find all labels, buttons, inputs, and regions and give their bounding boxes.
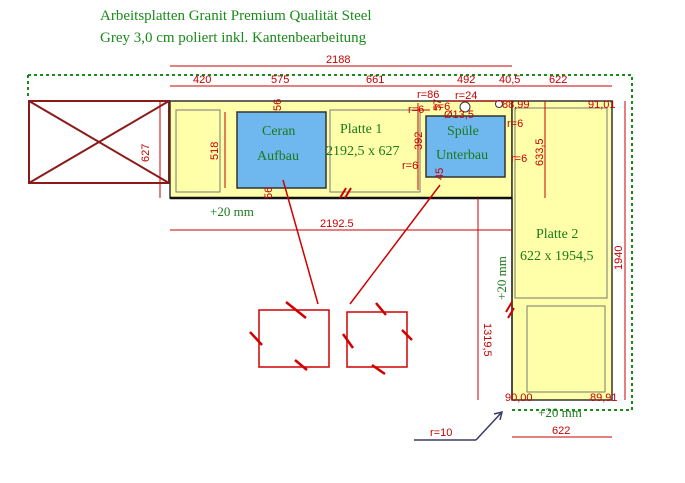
ceran-cutout [236, 111, 327, 189]
plate-1-size: 2192,5 x 627 [326, 144, 400, 159]
dim-bottom-622: 622 [552, 425, 570, 437]
dim-angle-br: 89,91 [590, 392, 618, 404]
dim-seg6: 622 [549, 74, 567, 86]
dim-total-top: 2188 [326, 54, 350, 66]
r10-leader [414, 410, 504, 441]
dim-sink-r6c: r=6 [511, 153, 527, 165]
left-empty-area [28, 100, 170, 184]
sketch-box-left [258, 309, 330, 368]
dim-sink-r6b: r=6 [507, 118, 523, 130]
dim-plus20-vert: +20 mm [494, 256, 509, 300]
dim-sink-6335: 633,5 [534, 138, 546, 166]
title-line-1: Arbeitsplatten Granit Premium Qualität S… [100, 8, 372, 24]
dim-seg4: 492 [457, 74, 475, 86]
sink-label-1: Spüle [447, 124, 479, 139]
dim-plus20-bottom: +20 mm [538, 405, 582, 420]
dim-sink-r86: r=86 [417, 89, 439, 101]
ceran-label-2: Aufbau [257, 149, 299, 164]
plate-2-size: 622 x 1954,5 [520, 249, 594, 264]
dim-sink-d: Ø13,5 [444, 109, 474, 121]
dim-ceran-bottom: 56 [263, 187, 275, 199]
dim-sink-r6a: r=6 [408, 104, 424, 116]
sink-cutout [425, 115, 506, 178]
dim-bottom-total: 2192.5 [320, 218, 354, 230]
dim-height-left: 627 [140, 144, 152, 162]
dim-sink-45: 45 [434, 168, 446, 180]
dim-seg1: 420 [193, 74, 211, 86]
dim-vertical-13195: 1319,5 [481, 323, 493, 357]
dim-seg3: 661 [366, 74, 384, 86]
sink-label-2: Unterbau [436, 148, 488, 163]
dim-sink-392: 392 [413, 132, 425, 150]
dim-sink-57: 57 [432, 99, 444, 111]
sketch-box-right [346, 311, 408, 368]
dim-ceran-height: 518 [209, 142, 221, 160]
plate-2-name: Platte 2 [536, 227, 578, 242]
dim-sink-r24: r=24 [455, 90, 477, 102]
dim-sink-r6e: r=6 [434, 101, 450, 113]
cabinet-outlines [175, 107, 608, 393]
dim-plus20-left: +20 mm [210, 204, 254, 219]
wall-outline [27, 74, 633, 411]
dim-seg2: 575 [271, 74, 289, 86]
tap-hole-icon [459, 101, 471, 113]
plate-1-name: Platte 1 [340, 122, 382, 137]
dim-angle-bl: 90,00 [505, 392, 533, 404]
dim-seg5: 40,5 [499, 74, 520, 86]
dim-ceran-top: 56 [272, 99, 284, 111]
ceran-label-1: Ceran [262, 124, 295, 139]
dim-angle-tr: 91,01 [588, 99, 616, 111]
dim-sink-r6d: r=6 [402, 160, 418, 172]
title-line-2: Grey 3,0 cm poliert inkl. Kantenbearbeit… [100, 30, 367, 46]
dim-angle-tl: 88,99 [502, 99, 530, 111]
dim-r10: r=10 [430, 427, 452, 439]
dim-height-right: 1940 [613, 246, 625, 270]
